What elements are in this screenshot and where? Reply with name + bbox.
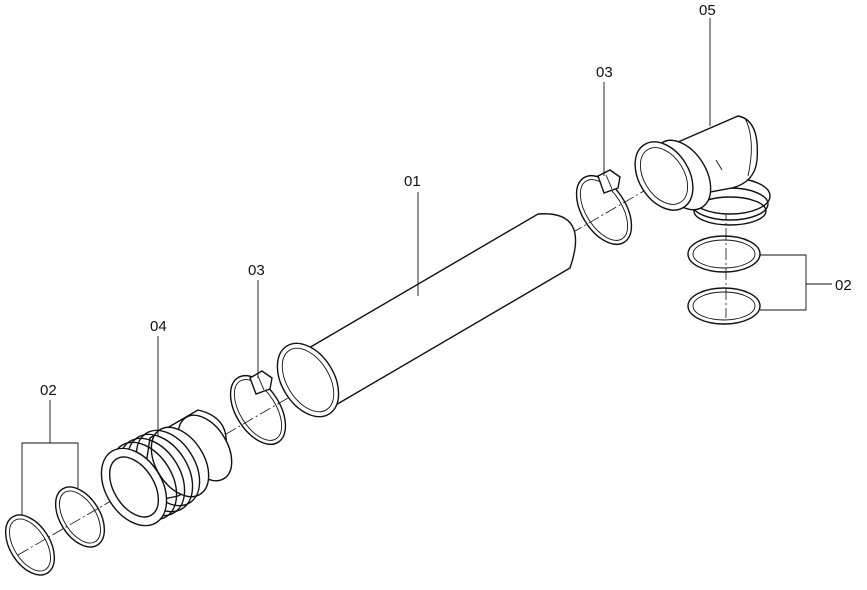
gasket-left-pair xyxy=(4,486,106,576)
leader-lines xyxy=(21,18,832,515)
pipe-part xyxy=(276,213,577,418)
gasket-left-outer xyxy=(4,514,56,576)
gasket-left-inner xyxy=(54,486,106,548)
label-elbow: 05 xyxy=(699,2,716,19)
gasket-right-lower xyxy=(687,287,761,325)
label-gasket-left: 02 xyxy=(40,382,57,399)
adapter-part xyxy=(100,409,233,527)
label-adapter: 04 xyxy=(150,318,167,335)
clamp-left-part xyxy=(229,370,287,445)
gasket-right-pair xyxy=(687,235,761,325)
elbow-part xyxy=(634,115,771,226)
label-clamp-left: 03 xyxy=(248,262,265,279)
clamp-right-part xyxy=(575,169,633,245)
gasket-right-upper xyxy=(687,235,761,273)
label-pipe: 01 xyxy=(404,173,421,190)
part-labels: 01 04 03 03 05 02 02 xyxy=(40,2,852,399)
label-clamp-right: 03 xyxy=(596,64,613,81)
label-gasket-right: 02 xyxy=(835,277,852,294)
